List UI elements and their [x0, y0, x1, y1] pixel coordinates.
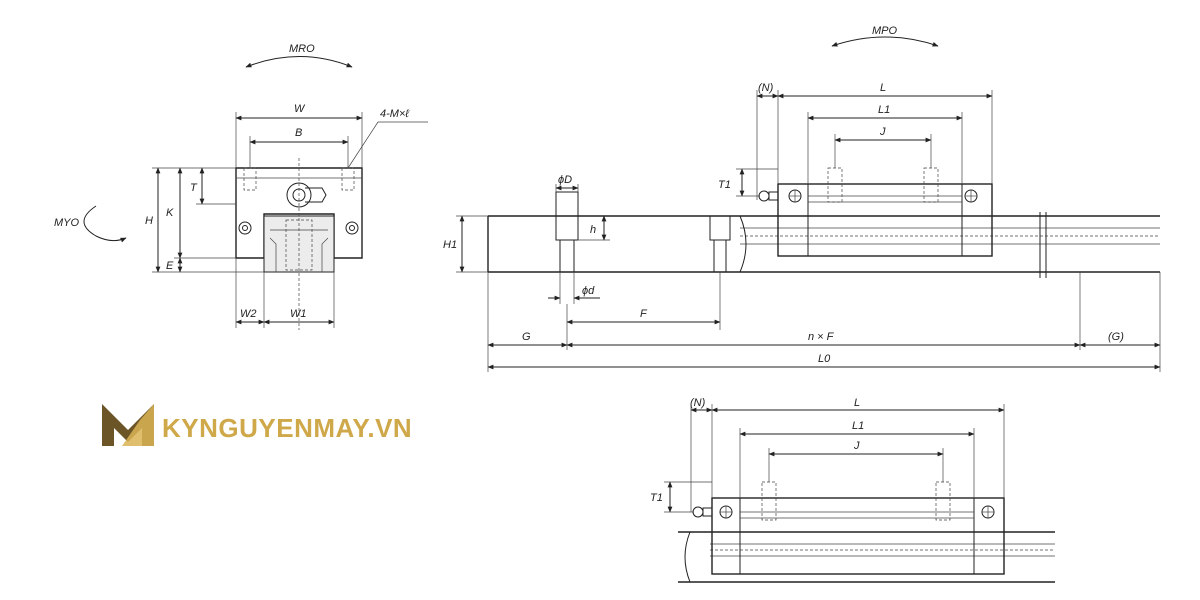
- watermark: KYNGUYENMAY.VN: [102, 404, 412, 446]
- bolt-icon: [964, 189, 978, 203]
- bolt-icon: [719, 505, 733, 519]
- label-phi-d-small: ϕd: [582, 285, 595, 297]
- label-j-variant: J: [853, 440, 860, 452]
- side-view: MPO ϕD: [443, 25, 1161, 372]
- front-view: MRO MYO W: [54, 43, 428, 330]
- label-phi-d-large: ϕD: [558, 174, 572, 186]
- label-m-po: MPO: [872, 25, 898, 37]
- grease-nipple-icon: [692, 506, 713, 518]
- label-t1: T1: [718, 179, 731, 191]
- bolt-icon: [788, 189, 802, 203]
- label-g: G: [522, 331, 531, 343]
- label-m-ro: MRO: [289, 43, 315, 55]
- label-l1-variant: L1: [852, 420, 864, 432]
- bolt-icon: [345, 221, 359, 235]
- bolt-icon: [981, 505, 995, 519]
- label-h: H: [145, 215, 153, 227]
- label-j: J: [879, 126, 886, 138]
- label-m-yo: MYO: [54, 217, 80, 229]
- grease-nipple-icon: [286, 182, 327, 208]
- label-h-small: h: [590, 224, 596, 236]
- label-e: E: [166, 260, 174, 272]
- moment-arrow-icon: [245, 56, 353, 68]
- label-l1: L1: [878, 104, 890, 116]
- label-t: T: [190, 182, 198, 194]
- label-w: W: [294, 103, 306, 115]
- label-mounting: 4-M×ℓ: [380, 108, 409, 120]
- label-n: (N): [758, 82, 774, 94]
- carriage-body: [235, 167, 363, 259]
- side-view-variant: (N) L L1 J T1: [650, 397, 1055, 583]
- watermark-text: KYNGUYENMAY.VN: [162, 413, 412, 443]
- label-h1: H1: [443, 239, 457, 251]
- label-b: B: [295, 127, 302, 139]
- label-t1-variant: T1: [650, 492, 663, 504]
- label-n-times-f: n × F: [808, 331, 835, 343]
- label-f: F: [640, 308, 648, 320]
- label-w1: W1: [290, 308, 307, 320]
- carriage-side: [777, 183, 993, 257]
- moment-arrow-icon: [831, 36, 939, 47]
- label-g-paren: (G): [1108, 331, 1124, 343]
- moment-arrow-icon: [83, 205, 127, 243]
- carriage-side-variant: [711, 497, 1005, 575]
- label-w2: W2: [240, 308, 257, 320]
- label-k: K: [166, 207, 174, 219]
- label-l-variant: L: [854, 397, 860, 409]
- label-n-variant: (N): [690, 397, 706, 409]
- bolt-icon: [238, 221, 252, 235]
- label-l0: L0: [818, 353, 831, 365]
- grease-nipple-icon: [758, 190, 779, 202]
- logo-m-icon: [102, 404, 154, 446]
- label-l: L: [880, 82, 886, 94]
